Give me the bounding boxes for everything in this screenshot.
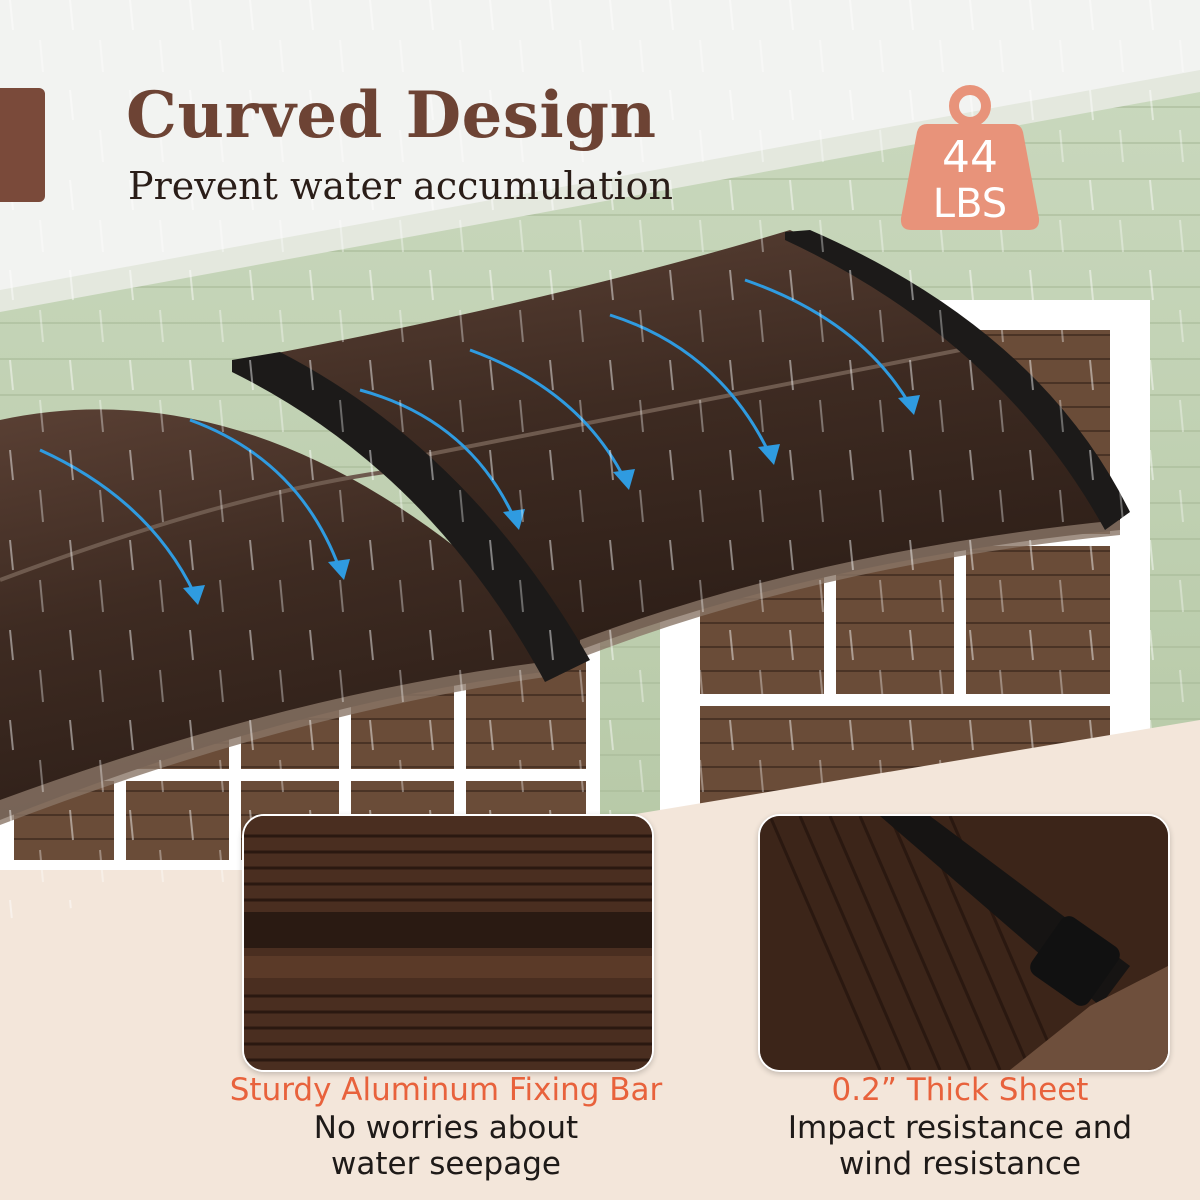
headline-title: Curved Design <box>126 78 657 153</box>
thick-sheet-closeup-image <box>758 814 1170 1072</box>
weight-value: 44 <box>942 132 998 183</box>
feature-desc-line: Impact resistance and <box>787 1110 1133 1146</box>
side-accent-tab <box>0 88 45 202</box>
headline-subtitle: Prevent water accumulation <box>128 164 673 208</box>
feature-title-fixing-bar: Sturdy Aluminum Fixing Bar <box>229 1072 663 1108</box>
fixing-bar-closeup-image <box>242 814 654 1072</box>
feature-desc-line: No worries about <box>313 1110 579 1146</box>
feature-desc-line: water seepage <box>331 1146 561 1182</box>
feature-desc-thick-sheet: Impact resistance and wind resistance <box>700 1110 1200 1182</box>
feature-title-thick-sheet: 0.2” Thick Sheet <box>831 1072 1089 1108</box>
weight-icon <box>900 85 1040 230</box>
weight-badge: 44 LBS <box>899 84 1041 230</box>
feature-desc-line: wind resistance <box>838 1146 1082 1182</box>
feature-desc-fixing-bar: No worries about water seepage <box>186 1110 706 1182</box>
weight-unit: LBS <box>932 181 1008 227</box>
